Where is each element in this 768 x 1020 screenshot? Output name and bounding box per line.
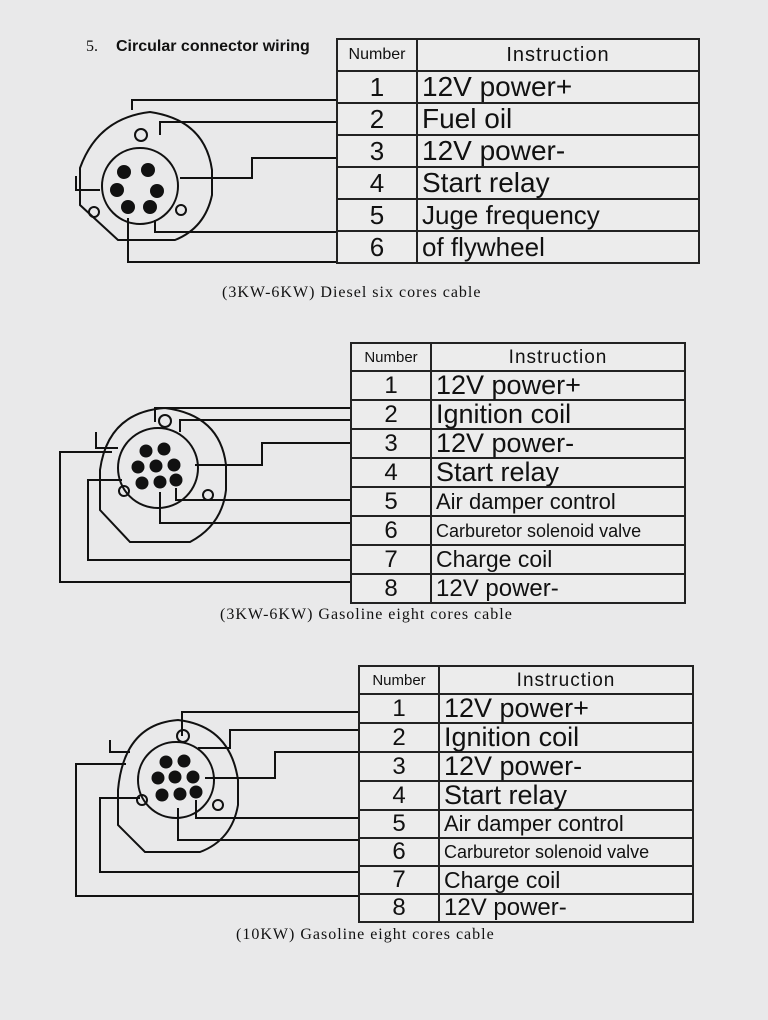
- row-instruction: Start relay: [430, 457, 686, 488]
- table-row: 8 12V power-: [358, 893, 694, 923]
- section-title: Circular connector wiring: [116, 38, 310, 55]
- table-row: 5 Juge frequency: [336, 198, 700, 232]
- row-number: 2: [358, 722, 440, 753]
- table-row: 3 12V power-: [358, 751, 694, 782]
- connector-wiring-drawing: [59, 406, 350, 583]
- table-row: 2 Ignition coil: [350, 399, 686, 430]
- table-row: 3 12V power-: [350, 428, 686, 459]
- row-instruction: 12V power-: [438, 751, 694, 782]
- table-row: 3 12V power-: [336, 134, 700, 168]
- row-number: 1: [358, 693, 440, 724]
- wiring-table-gasoline-3-6kw: Number Instruction 1 12V power+ 2 Igniti…: [350, 342, 686, 604]
- row-number: 1: [336, 70, 418, 104]
- diagram-caption: (3KW-6KW) Diesel six cores cable: [222, 284, 482, 301]
- row-number: 3: [336, 134, 418, 168]
- table-row: 2 Fuel oil: [336, 102, 700, 136]
- row-instruction: Air damper control: [430, 486, 686, 517]
- row-number: 5: [358, 809, 440, 839]
- diagram-caption: (3KW-6KW) Gasoline eight cores cable: [220, 606, 513, 623]
- row-number: 5: [336, 198, 418, 232]
- row-number: 4: [350, 457, 432, 488]
- table-row: 2 Ignition coil: [358, 722, 694, 753]
- row-instruction: Start relay: [416, 166, 700, 200]
- table-row: 5 Air damper control: [350, 486, 686, 517]
- wiring-table-diesel: Number Instruction 1 12V power+ 2 Fuel o…: [336, 38, 700, 264]
- column-header-instruction: Instruction: [430, 342, 686, 372]
- table-row: 4 Start relay: [350, 457, 686, 488]
- row-number: 7: [358, 865, 440, 895]
- row-instruction: Charge coil: [430, 544, 686, 575]
- table-row: 4 Start relay: [358, 780, 694, 811]
- row-instruction: 12V power-: [438, 893, 694, 923]
- row-instruction: Fuel oil: [416, 102, 700, 136]
- wiring-table-gasoline-10kw: Number Instruction 1 12V power+ 2 Igniti…: [358, 665, 694, 923]
- row-instruction: Air damper control: [438, 809, 694, 839]
- row-number: 2: [350, 399, 432, 430]
- table-row: 1 12V power+: [358, 693, 694, 724]
- row-number: 6: [350, 515, 432, 546]
- row-instruction: 12V power+: [438, 693, 694, 724]
- row-instruction: Carburetor solenoid valve: [438, 837, 694, 867]
- row-number: 5: [350, 486, 432, 517]
- section-number: 5.: [86, 38, 98, 55]
- row-instruction: of flywheel: [416, 230, 700, 264]
- row-number: 8: [358, 893, 440, 923]
- connector-wiring-drawing: [75, 99, 336, 263]
- column-header-number: Number: [358, 665, 440, 695]
- row-number: 6: [336, 230, 418, 264]
- row-instruction: 12V power+: [416, 70, 700, 104]
- row-instruction: 12V power-: [430, 573, 686, 604]
- column-header-instruction: Instruction: [438, 665, 694, 695]
- table-row: 4 Start relay: [336, 166, 700, 200]
- column-header-number: Number: [336, 38, 418, 72]
- row-number: 6: [358, 837, 440, 867]
- column-header-instruction: Instruction: [416, 38, 700, 72]
- row-number: 3: [350, 428, 432, 459]
- table-row: 8 12V power-: [350, 573, 686, 604]
- section-heading: 5. Circular connector wiring: [86, 38, 310, 56]
- table-row: 7 Charge coil: [358, 865, 694, 895]
- row-number: 4: [336, 166, 418, 200]
- table-row: 1 12V power+: [336, 70, 700, 104]
- row-instruction: 12V power-: [430, 428, 686, 459]
- diagram-caption: (10KW) Gasoline eight cores cable: [236, 926, 495, 943]
- row-instruction: 12V power-: [416, 134, 700, 168]
- table-row: 6 Carburetor solenoid valve: [358, 837, 694, 867]
- row-number: 7: [350, 544, 432, 575]
- row-instruction: Carburetor solenoid valve: [430, 515, 686, 546]
- row-instruction: Start relay: [438, 780, 694, 811]
- table-row: 1 12V power+: [350, 370, 686, 401]
- row-number: 3: [358, 751, 440, 782]
- row-instruction: Ignition coil: [430, 399, 686, 430]
- row-instruction: Juge frequency: [416, 198, 700, 232]
- row-number: 8: [350, 573, 432, 604]
- connector-wiring-drawing: [75, 711, 360, 897]
- row-number: 2: [336, 102, 418, 136]
- row-instruction: Charge coil: [438, 865, 694, 895]
- column-header-number: Number: [350, 342, 432, 372]
- row-instruction: 12V power+: [430, 370, 686, 401]
- row-instruction: Ignition coil: [438, 722, 694, 753]
- row-number: 1: [350, 370, 432, 401]
- row-number: 4: [358, 780, 440, 811]
- table-row: 7 Charge coil: [350, 544, 686, 575]
- table-row: 6 of flywheel: [336, 230, 700, 264]
- table-row: 5 Air damper control: [358, 809, 694, 839]
- table-row: 6 Carburetor solenoid valve: [350, 515, 686, 546]
